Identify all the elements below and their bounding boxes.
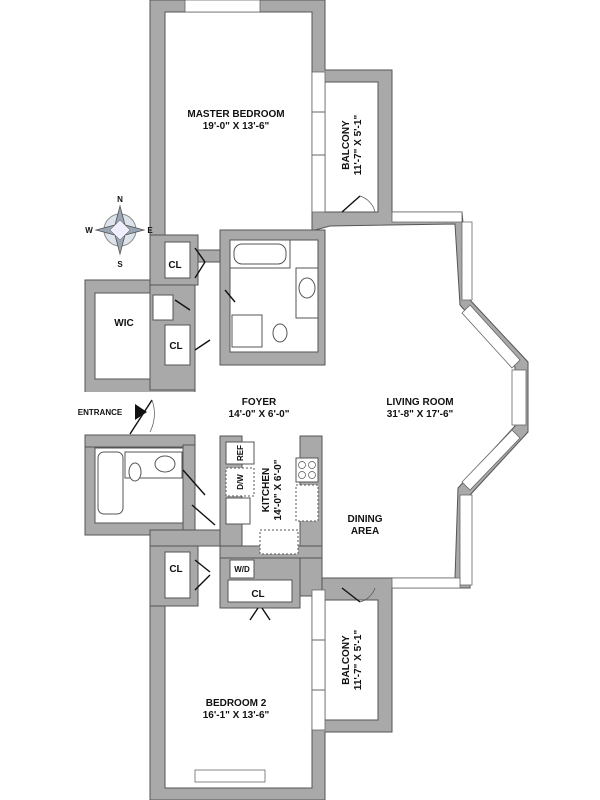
master-bedroom-label: MASTER BEDROOM <box>187 109 284 120</box>
dining-label-2: AREA <box>351 526 379 537</box>
interior-wall <box>182 444 196 536</box>
tub-basin <box>233 243 287 265</box>
entrance-arrow-icon <box>135 404 147 420</box>
window <box>461 304 521 369</box>
window <box>194 769 266 783</box>
dining-label: DINING <box>348 514 383 525</box>
balcony-top-label: BALCONY <box>341 120 352 170</box>
window <box>311 589 326 731</box>
dishwasher <box>225 467 255 497</box>
toilet <box>128 462 142 482</box>
compass-e: E <box>147 226 153 235</box>
shower <box>231 314 263 348</box>
kitchen-label: KITCHEN <box>261 468 272 512</box>
wic-label: WIC <box>114 318 133 329</box>
closet-master <box>164 241 191 279</box>
entrance-label: ENTRANCE <box>78 408 123 417</box>
cl-bed2-left-label: CL <box>169 564 182 575</box>
sink <box>154 455 176 473</box>
compass-w: W <box>85 226 93 235</box>
doors[interactable] <box>129 195 376 621</box>
window <box>311 71 326 213</box>
compass-s: S <box>117 260 123 269</box>
cl-master-label: CL <box>168 260 181 271</box>
bathtub <box>97 451 124 515</box>
counter <box>295 484 319 522</box>
window <box>461 221 473 301</box>
counter <box>259 529 299 555</box>
ref-label: REF <box>236 445 245 461</box>
wic <box>94 292 154 380</box>
kitchen-sink <box>225 497 251 525</box>
window <box>184 0 261 13</box>
foyer-dims: 14'-0" X 6'-0" <box>229 409 290 420</box>
living-room-dims: 31'-8" X 17'-6" <box>387 409 454 420</box>
window <box>459 494 473 586</box>
stove <box>295 457 319 483</box>
washer-dryer <box>229 559 255 579</box>
sink <box>298 277 316 299</box>
window <box>461 429 521 491</box>
wd-label: W/D <box>234 565 250 574</box>
balcony-top-dims: 11'-7" X 5'-1" <box>353 115 364 176</box>
window <box>511 369 527 426</box>
foyer-label: FOYER <box>242 397 277 408</box>
closet-bed2 <box>164 551 191 599</box>
balcony-bottom <box>324 599 379 721</box>
toilet <box>272 323 288 343</box>
closet-wic <box>164 324 191 366</box>
window <box>391 211 463 223</box>
cl-wic-label: CL <box>169 341 182 352</box>
bedroom-2-label: BEDROOM 2 <box>206 698 267 709</box>
balcony-bottom-label: BALCONY <box>341 635 352 685</box>
interior-wall <box>84 434 196 448</box>
cl-bed2-top-label: CL <box>251 589 264 600</box>
bedroom-2-dims: 16'-1" X 13'-6" <box>203 710 270 721</box>
master-bedroom-dims: 19'-0" X 13'-6" <box>203 121 270 132</box>
master-bedroom <box>164 11 313 253</box>
kitchen-dims: 14'-0" X 6'-0" <box>273 459 284 520</box>
dw-label: D/W <box>236 474 245 490</box>
wic-passage <box>152 294 174 321</box>
refrigerator <box>225 441 255 465</box>
compass-rose-icon: N S E W <box>85 195 153 269</box>
balcony-bottom-dims: 11'-7" X 5'-1" <box>353 630 364 691</box>
window <box>391 577 461 589</box>
closet-bed2-top <box>227 579 293 603</box>
interior-wall <box>149 529 221 547</box>
compass-n: N <box>117 195 123 204</box>
living-room-label: LIVING ROOM <box>386 397 453 408</box>
